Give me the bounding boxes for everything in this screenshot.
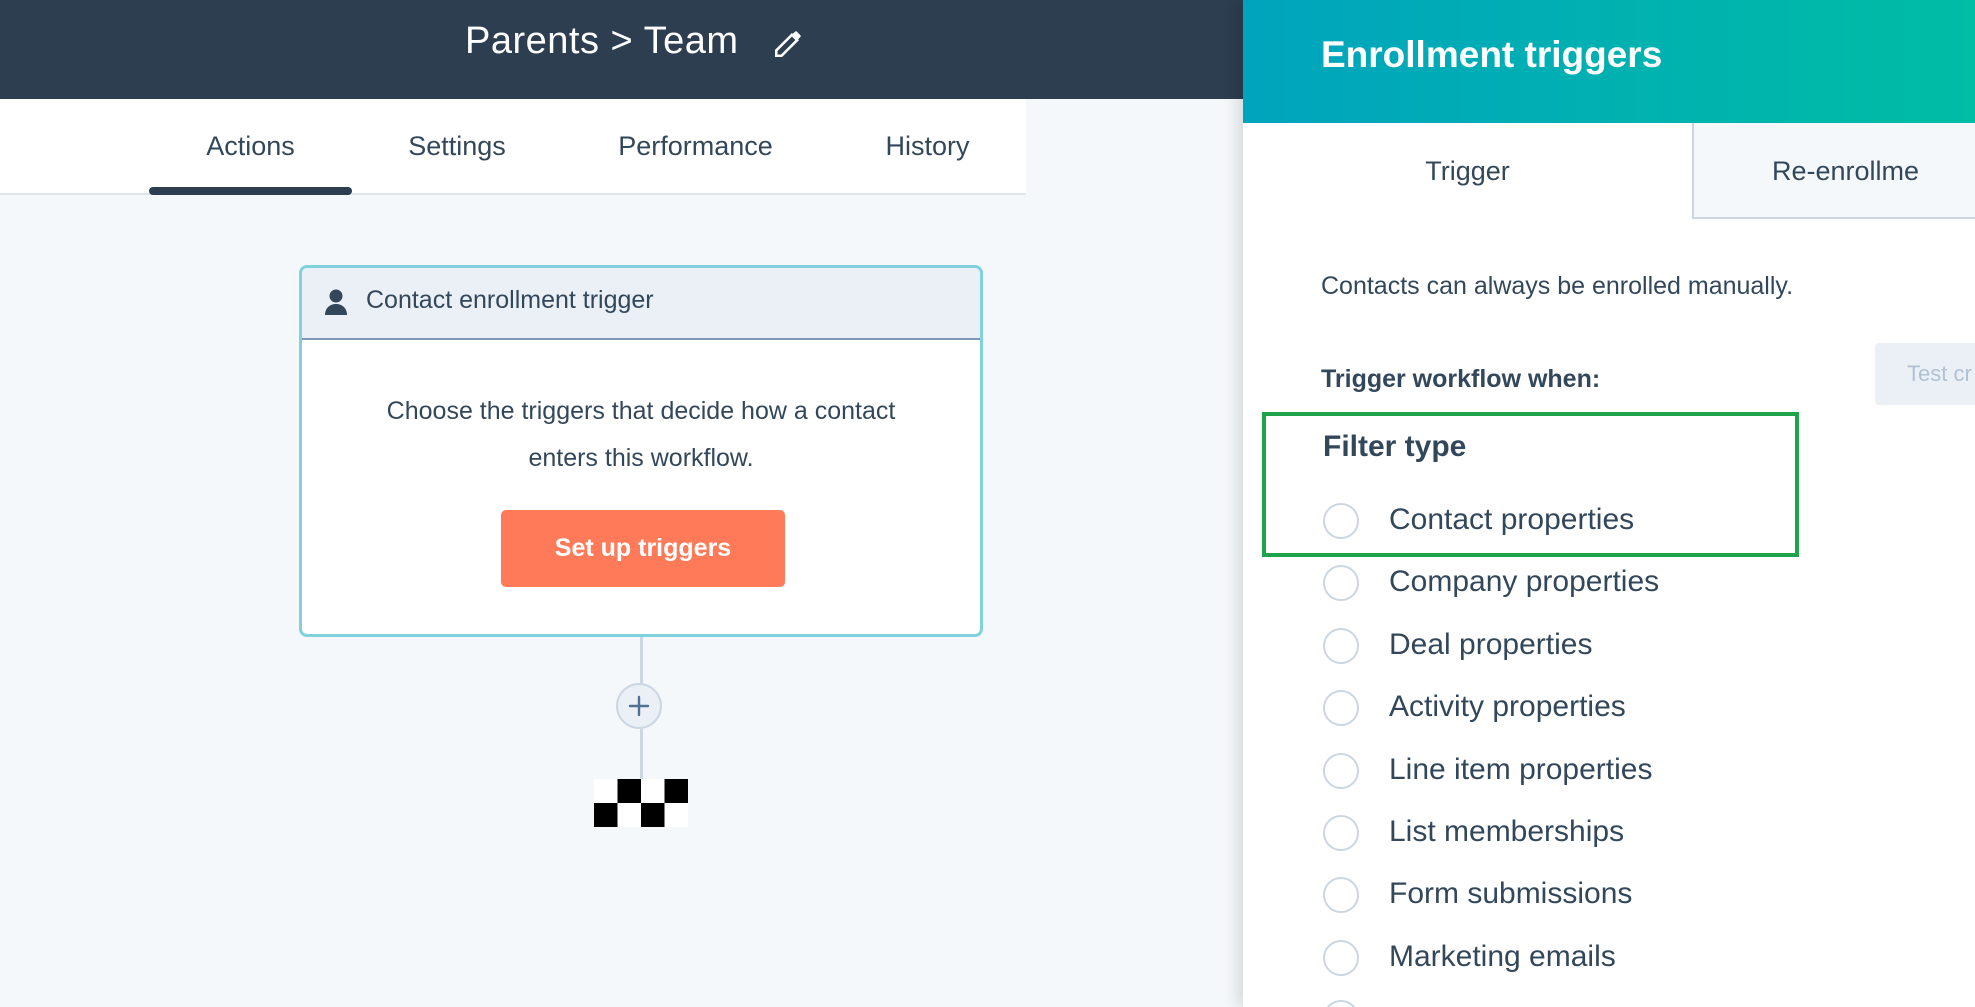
trigger-card-text-line1: Choose the triggers that decide how a co… xyxy=(386,397,896,425)
finish-flag-icon xyxy=(594,779,688,827)
tab-trigger[interactable]: Trigger xyxy=(1243,123,1692,219)
tab-actions-label: Actions xyxy=(206,131,295,161)
tab-history[interactable]: History xyxy=(870,99,985,193)
radio-button[interactable] xyxy=(1323,877,1359,913)
radio-button[interactable] xyxy=(1323,628,1359,664)
contact-enrollment-trigger-card[interactable]: Contact enrollment trigger Choose the tr… xyxy=(299,265,983,637)
radio-button[interactable] xyxy=(1323,753,1359,789)
manual-enrollment-note: Contacts can always be enrolled manually… xyxy=(1321,272,1794,300)
tab-settings-label: Settings xyxy=(408,131,506,161)
workflow-title[interactable]: Parents > Team xyxy=(465,20,739,62)
trigger-card-header: Contact enrollment trigger xyxy=(302,268,980,340)
workflow-connector-line xyxy=(640,729,643,779)
filter-type-heading: Filter type xyxy=(1323,430,1467,463)
plus-icon xyxy=(628,695,650,717)
trigger-card-title: Contact enrollment trigger xyxy=(366,286,654,314)
radio-button[interactable] xyxy=(1323,815,1359,851)
workflow-tabs: Actions Settings Performance History xyxy=(0,99,1026,195)
filter-option-label: Contact properties xyxy=(1389,503,1635,536)
radio-button[interactable] xyxy=(1323,503,1359,539)
workflow-connector-line xyxy=(640,637,643,683)
tab-re-enrollment[interactable]: Re-enrollme xyxy=(1692,123,1975,219)
radio-button[interactable] xyxy=(1323,690,1359,726)
filter-type-highlight xyxy=(1262,412,1799,557)
radio-button[interactable] xyxy=(1323,940,1359,976)
edit-pencil-icon[interactable] xyxy=(772,26,806,60)
filter-option-label: Form submissions xyxy=(1389,877,1633,910)
trigger-card-text-line2: enters this workflow. xyxy=(528,444,754,472)
workflow-header-bar: Parents > Team xyxy=(0,0,1243,99)
active-tab-indicator xyxy=(149,187,352,195)
radio-button[interactable] xyxy=(1323,1000,1359,1007)
tab-performance[interactable]: Performance xyxy=(603,99,788,193)
tab-actions[interactable]: Actions xyxy=(149,99,352,195)
panel-title: Enrollment triggers xyxy=(1321,34,1663,75)
trigger-card-description: Choose the triggers that decide how a co… xyxy=(302,388,980,482)
test-criteria-button[interactable]: Test cr xyxy=(1875,343,1975,405)
contact-person-icon xyxy=(325,289,347,315)
trigger-workflow-when-label: Trigger workflow when: xyxy=(1321,365,1601,393)
panel-tabs: Trigger Re-enrollme xyxy=(1243,123,1975,219)
tab-settings[interactable]: Settings xyxy=(392,99,522,193)
filter-option-label: Company properties xyxy=(1389,565,1660,598)
tab-history-label: History xyxy=(885,131,970,161)
add-action-button[interactable] xyxy=(616,683,662,729)
tab-trigger-label: Trigger xyxy=(1425,156,1510,186)
tab-re-enrollment-label: Re-enrollme xyxy=(1772,156,1920,186)
radio-button[interactable] xyxy=(1323,565,1359,601)
filter-option-label: Marketing emails xyxy=(1389,940,1616,973)
set-up-triggers-button[interactable]: Set up triggers xyxy=(501,510,785,587)
filter-option-label: Deal properties xyxy=(1389,628,1593,661)
filter-option-label: Line item properties xyxy=(1389,753,1653,786)
filter-option-label: Activity properties xyxy=(1389,690,1626,723)
filter-option-label: List memberships xyxy=(1389,815,1625,848)
panel-header: Enrollment triggers xyxy=(1243,0,1975,123)
enrollment-triggers-panel: Enrollment triggers Trigger Re-enrollme … xyxy=(1243,0,1975,1007)
tab-performance-label: Performance xyxy=(618,131,773,161)
